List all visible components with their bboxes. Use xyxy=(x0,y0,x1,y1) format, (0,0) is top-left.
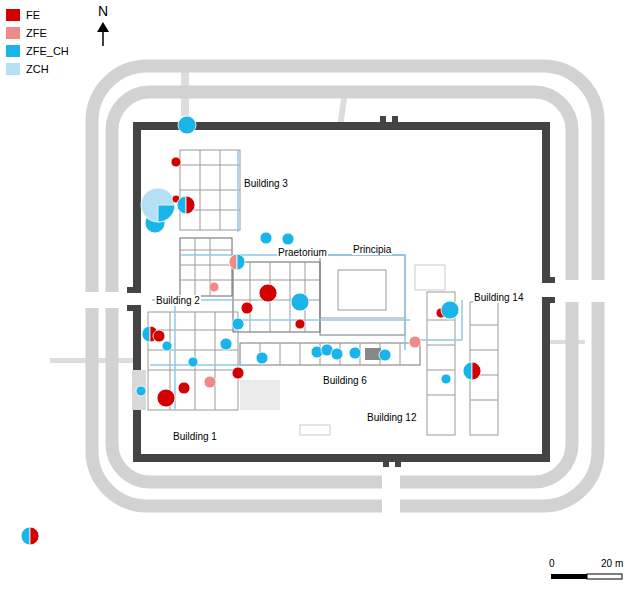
legend-text: ZCH xyxy=(26,63,49,75)
legend-text: ZFE xyxy=(26,27,47,39)
ditch-gap xyxy=(80,280,610,515)
legend-swatch xyxy=(6,9,20,21)
scale-bar xyxy=(551,574,622,579)
water-channel xyxy=(150,150,462,410)
building-name: Building 3 xyxy=(243,178,289,189)
sample-marker xyxy=(21,116,481,545)
building-name: Building 12 xyxy=(366,412,417,423)
gate-tower xyxy=(127,116,555,467)
gate-gap xyxy=(130,283,553,305)
legend: FE ZFE ZFE_CH ZCH xyxy=(6,6,69,78)
legend-swatch xyxy=(6,27,20,39)
building-name: Building 14 xyxy=(473,292,524,303)
scale-number: 0 xyxy=(548,558,556,569)
scale-number: 20 m xyxy=(600,558,624,569)
legend-entry: ZFE_CH xyxy=(6,42,69,60)
legend-swatch xyxy=(6,45,20,57)
north-letter: N xyxy=(97,4,109,19)
legend-text: FE xyxy=(26,9,40,21)
fort-wall xyxy=(137,126,546,458)
legend-entry: FE xyxy=(6,6,69,24)
building-name: Principia xyxy=(352,244,392,255)
legend-entry: ZCH xyxy=(6,60,69,78)
building-plan xyxy=(148,150,498,435)
building-name: Praetorium xyxy=(277,247,328,258)
legend-entry: ZFE xyxy=(6,24,69,42)
shaded-area xyxy=(132,348,381,410)
building-name: Building 6 xyxy=(322,375,368,386)
north-arrow xyxy=(97,22,109,46)
building-name: Building 1 xyxy=(172,431,218,442)
legend-text: ZFE_CH xyxy=(26,45,69,57)
ditch xyxy=(92,66,598,506)
building-name: Building 2 xyxy=(155,295,201,306)
legend-swatch xyxy=(6,63,20,75)
outside-feature xyxy=(50,66,585,363)
